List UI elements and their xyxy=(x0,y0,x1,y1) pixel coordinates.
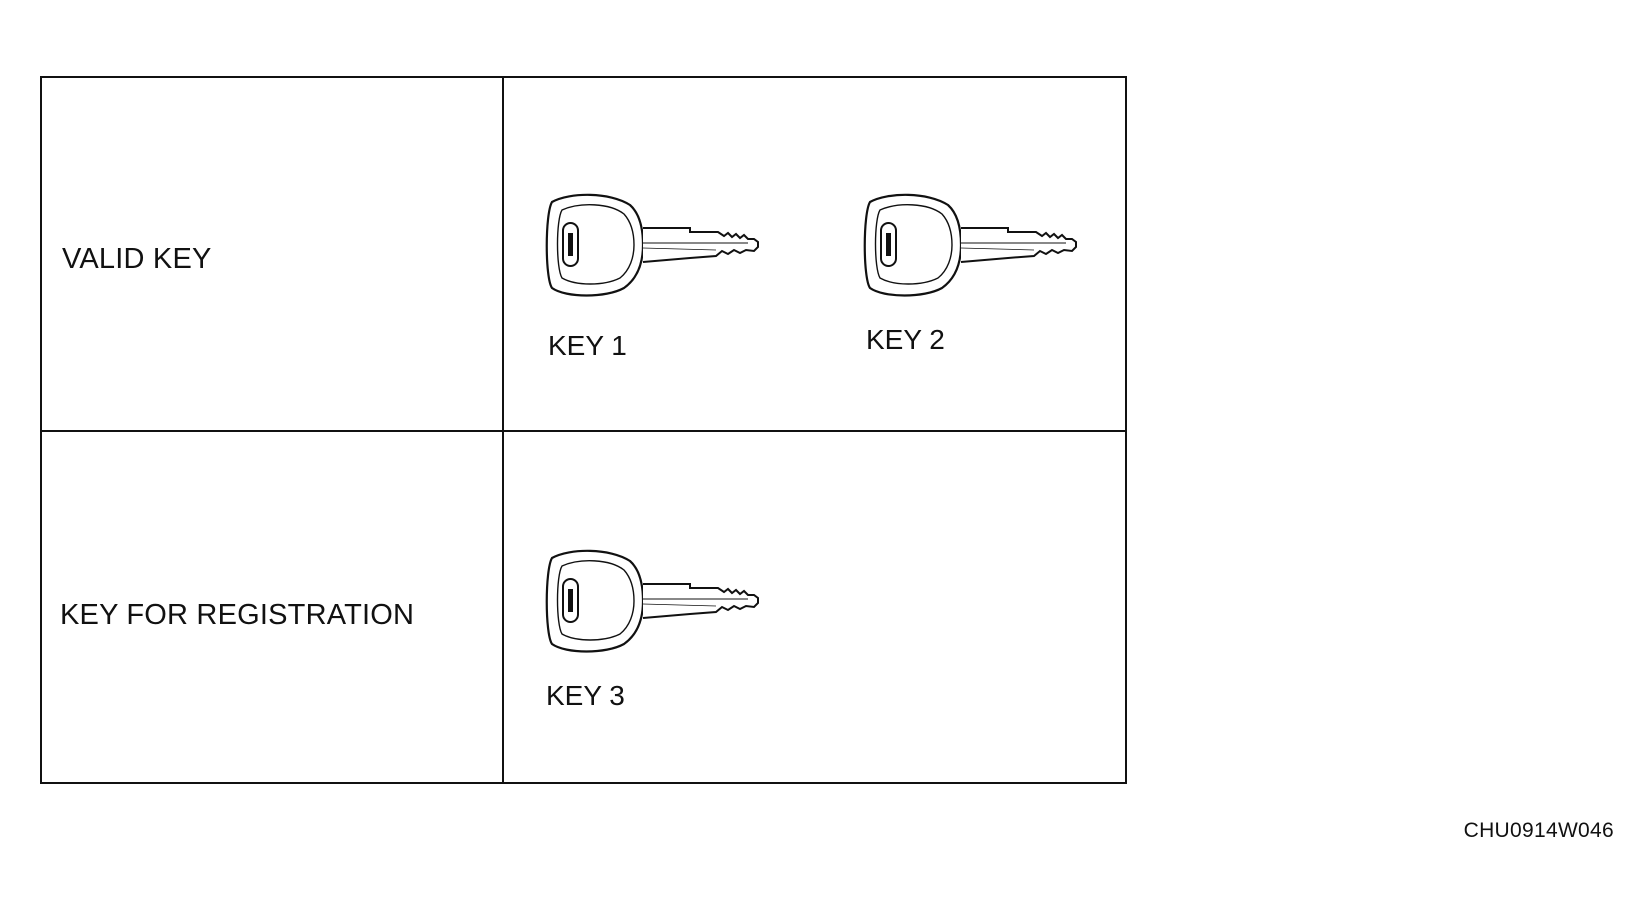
key-icon xyxy=(540,546,770,656)
key-1-label: KEY 1 xyxy=(548,330,627,361)
key-table: VALID KEY KEY FOR REGISTRATION xyxy=(40,76,1127,784)
row-divider xyxy=(42,430,1125,432)
figure-code: CHU0914W046 xyxy=(1463,819,1614,842)
key-icon xyxy=(858,190,1088,300)
row-label-valid-key: VALID KEY xyxy=(62,243,212,275)
key-3-label: KEY 3 xyxy=(546,680,625,711)
key-2-label: KEY 2 xyxy=(866,324,945,355)
row-label-key-for-registration: KEY FOR REGISTRATION xyxy=(60,599,415,631)
key-icon xyxy=(540,190,770,300)
